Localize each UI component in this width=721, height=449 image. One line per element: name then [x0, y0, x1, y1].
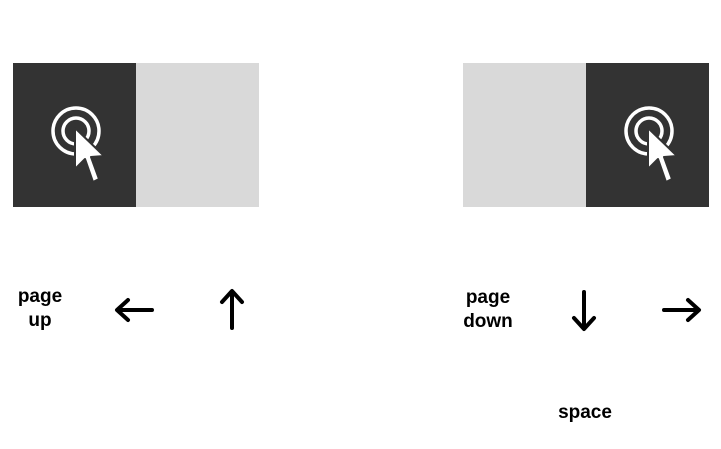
left-click-zone-active[interactable]	[13, 63, 136, 207]
arrow-down-icon	[572, 290, 596, 331]
next-page-panel	[463, 63, 709, 207]
arrow-right-icon	[662, 298, 701, 322]
previous-page-panel	[13, 63, 259, 207]
right-click-zone-inactive	[136, 63, 259, 207]
page-down-key-label: page down	[463, 287, 513, 332]
page-up-key-label: page up	[17, 286, 63, 331]
click-cursor-icon	[51, 106, 105, 183]
right-click-zone-active[interactable]	[586, 63, 709, 207]
arrow-up-icon	[220, 289, 244, 330]
click-cursor-icon	[624, 106, 678, 183]
arrow-left-icon	[115, 298, 154, 322]
left-click-zone-inactive	[463, 63, 586, 207]
space-key-label: space	[558, 402, 612, 423]
